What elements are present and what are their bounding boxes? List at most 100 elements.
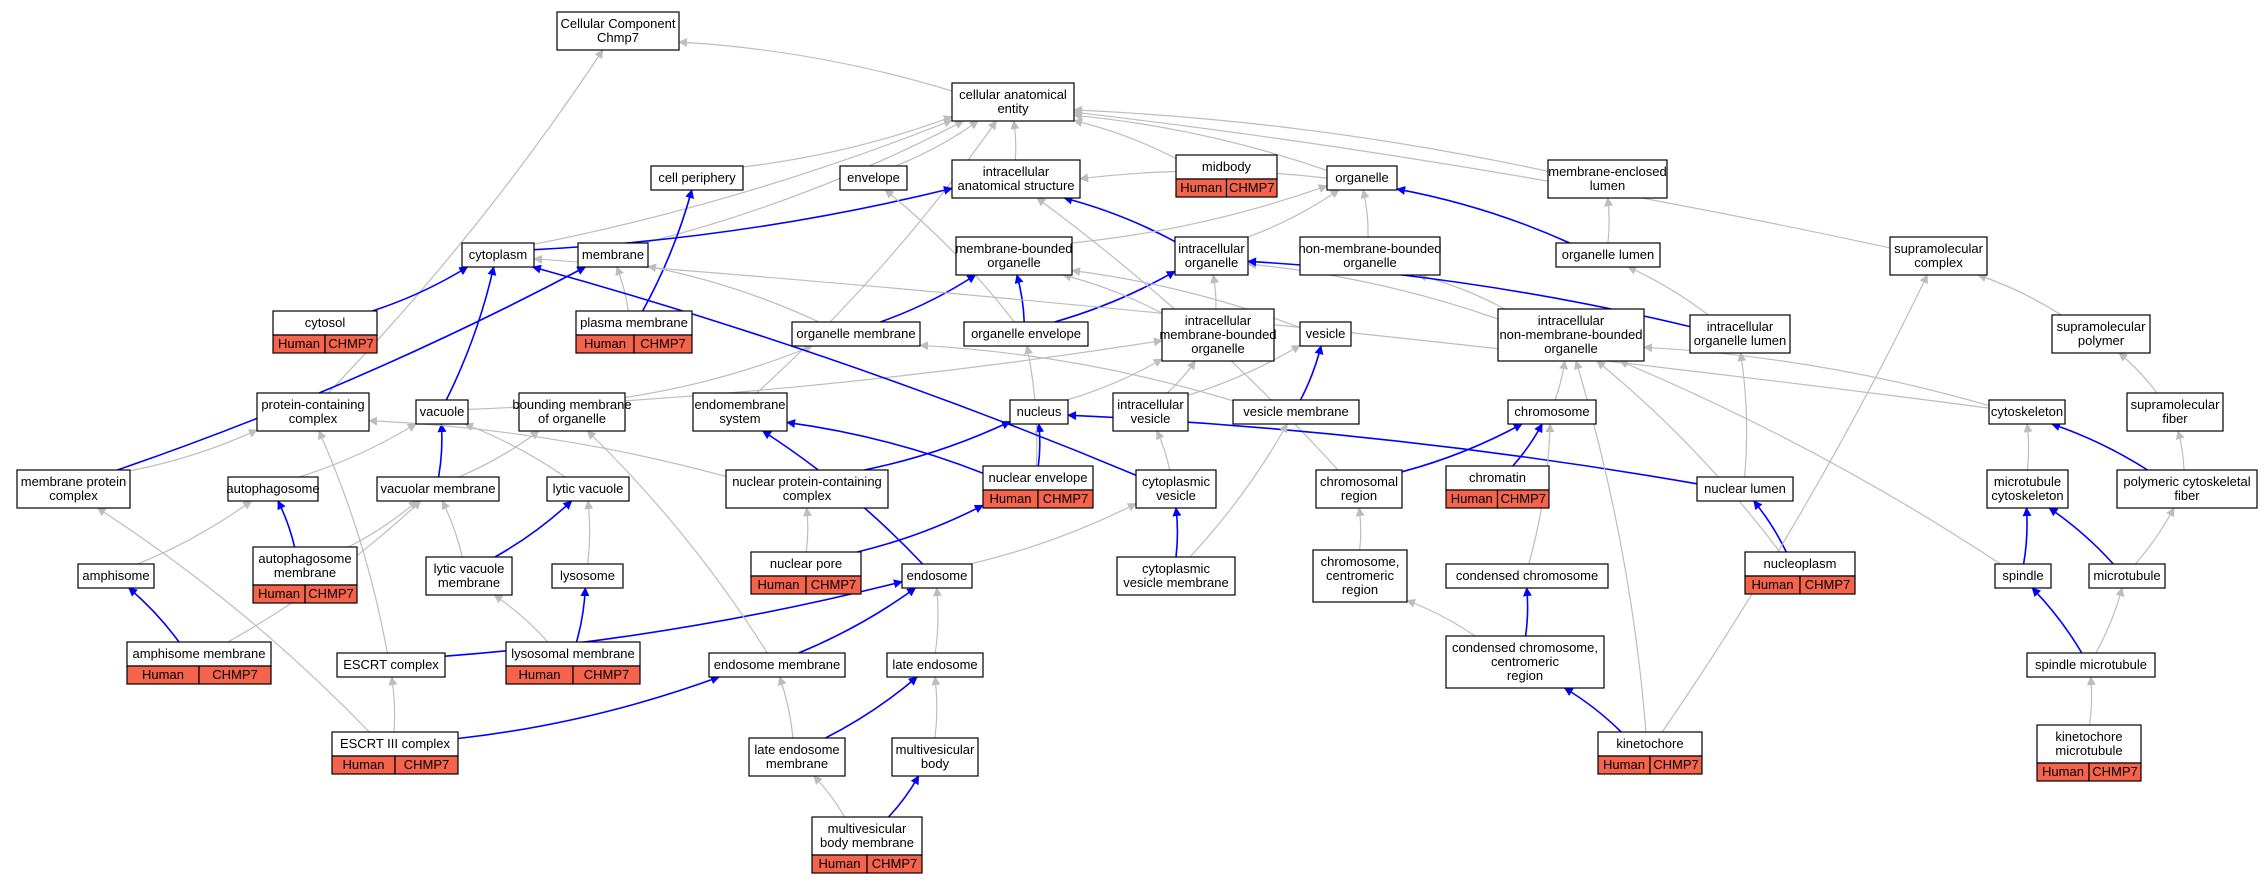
node-label-line: endosome membrane <box>714 657 840 672</box>
node-label-line: nucleus <box>1017 404 1062 419</box>
edge-lem-to-late_endosome <box>825 676 918 739</box>
node-organelle-lumen[interactable]: organelle lumen <box>1555 242 1661 268</box>
node-vesicle-membrane[interactable]: vesicle membrane <box>1232 399 1360 425</box>
node-lysosome[interactable]: lysosome <box>551 563 624 589</box>
node-amphisome[interactable]: amphisome <box>77 563 155 589</box>
edge-autophagosome_membrane-to-autophagosome <box>277 500 296 548</box>
node-endosome[interactable]: endosome <box>901 563 973 589</box>
node-chromosome[interactable]: chromosome <box>1507 399 1597 425</box>
node-box <box>1135 469 1217 509</box>
annotation-gene-label: CHMP7 <box>584 667 630 682</box>
node-organelle-envelope[interactable]: organelle envelope <box>963 321 1089 347</box>
node-nucleus[interactable]: nucleus <box>1009 399 1069 425</box>
node-label-line: autophagosome <box>226 481 319 496</box>
node-vacuole[interactable]: vacuole <box>415 399 469 425</box>
node-organelle-membrane[interactable]: organelle membrane <box>791 321 921 347</box>
node-cell-periphery[interactable]: cell periphery <box>650 165 744 191</box>
node-late-endosome[interactable]: late endosome <box>886 652 984 678</box>
node-label-line: nuclear lumen <box>1704 481 1786 496</box>
annotation-species-label: Human <box>278 336 320 351</box>
node-label-line: multivesicular <box>896 742 975 757</box>
node-microtubule[interactable]: microtubule <box>2088 563 2166 589</box>
node-label-line: kinetochore <box>1616 736 1683 751</box>
node-nuclear-lumen[interactable]: nuclear lumen <box>1696 476 1794 502</box>
node-escrt[interactable]: ESCRT complex <box>336 652 446 678</box>
node-label-line: condensed chromosome, <box>1452 640 1598 655</box>
node-label-line: supramolecular <box>2057 319 2147 334</box>
node-box <box>336 652 446 678</box>
edge-cell_periphery-to-cae <box>742 115 953 168</box>
node-condensed-chromosome[interactable]: condensed chromosome <box>1445 563 1609 589</box>
node-organelle[interactable]: organelle <box>1326 165 1398 191</box>
node-autophagosome[interactable]: autophagosome <box>226 476 320 502</box>
node-label-line: protein-containing <box>261 397 364 412</box>
node-spindle-mt[interactable]: spindle microtubule <box>2026 652 2156 678</box>
node-vacuolar-membrane[interactable]: vacuolar membrane <box>376 476 500 502</box>
node-label-line: organelle membrane <box>796 326 915 341</box>
node-label-line: intracellular <box>1185 313 1252 328</box>
node-label-line: complex <box>289 411 338 426</box>
annotation-gene-label: CHMP7 <box>1653 757 1699 772</box>
node-box <box>272 310 378 336</box>
node-box <box>708 652 846 678</box>
node-membrane[interactable]: membrane <box>577 242 649 268</box>
node-box <box>982 465 1094 491</box>
edge-inmbo-to-io <box>1247 260 1499 320</box>
edge-nuclear_envelope-to-nucleus <box>1035 423 1045 467</box>
node-cytoplasm[interactable]: cytoplasm <box>461 242 535 268</box>
node-cytoskeleton[interactable]: cytoskeleton <box>1988 399 2066 425</box>
node-lytic-vacuole[interactable]: lytic vacuole <box>546 476 630 502</box>
node-label-line: organelle <box>1191 341 1245 356</box>
node-endosome-membrane[interactable]: endosome membrane <box>708 652 846 678</box>
node-label-line: cellular anatomical <box>959 87 1067 102</box>
node-inmbo[interactable]: intracellularnon-membrane-boundedorganel… <box>1497 308 1645 362</box>
node-label-line: cytoplasm <box>469 247 528 262</box>
node-envelope[interactable]: envelope <box>839 165 908 191</box>
node-vesicle[interactable]: vesicle <box>1299 321 1352 347</box>
node-spindle[interactable]: spindle <box>1994 563 2052 589</box>
node-box <box>1445 563 1609 589</box>
